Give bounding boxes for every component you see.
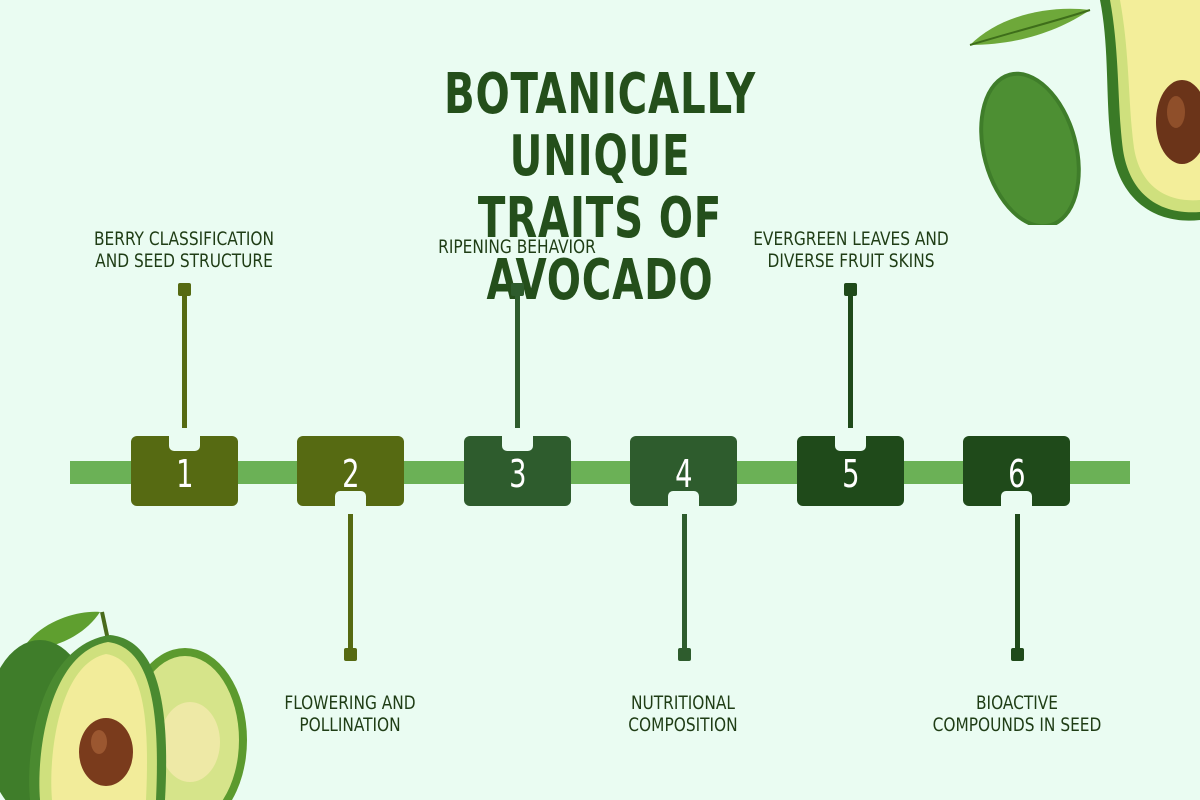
connector-end-4 [678,648,691,661]
avocado-bottom-left-illustration [0,611,247,800]
connector-line-5 [848,290,853,440]
step-number-4: 4 [674,452,693,496]
step-number-2: 2 [341,452,360,496]
page-title: BOTANICALLY UNIQUE TRAITS OF AVOCADO [360,64,840,312]
connector-end-2 [344,648,357,661]
step-label-5: EVERGREEN LEAVES AND DIVERSE FRUIT SKINS [753,228,949,272]
step-box-5: 5 [797,428,904,506]
step-label-2: FLOWERING AND POLLINATION [284,692,416,736]
connector-line-6 [1015,500,1020,655]
connector-end-6 [1011,648,1024,661]
connector-line-3 [515,290,520,440]
avocado-top-right-illustration [969,0,1200,225]
step-box-3: 3 [464,428,571,506]
step-label-4: NUTRITIONAL COMPOSITION [628,692,738,736]
step-box-1: 1 [131,428,238,506]
title-line-2: TRAITS OF AVOCADO [477,186,723,313]
step-box-6: 6 [963,436,1070,514]
connector-line-4 [682,500,687,655]
step-label-3: RIPENING BEHAVIOR [438,236,596,258]
connector-end-5 [844,283,857,296]
step-number-5: 5 [841,452,860,496]
step-number-6: 6 [1007,452,1026,496]
step-label-1: BERRY CLASSIFICATION AND SEED STRUCTURE [94,228,274,272]
step-label-6: BIOACTIVE COMPOUNDS IN SEED [932,692,1102,736]
connector-line-2 [348,500,353,655]
step-number-1: 1 [175,452,194,496]
step-box-4: 4 [630,436,737,514]
connector-end-3 [511,283,524,296]
connector-line-1 [182,290,187,440]
connector-end-1 [178,283,191,296]
step-number-3: 3 [508,452,527,496]
title-line-1: BOTANICALLY UNIQUE [443,62,757,189]
step-box-2: 2 [297,436,404,514]
